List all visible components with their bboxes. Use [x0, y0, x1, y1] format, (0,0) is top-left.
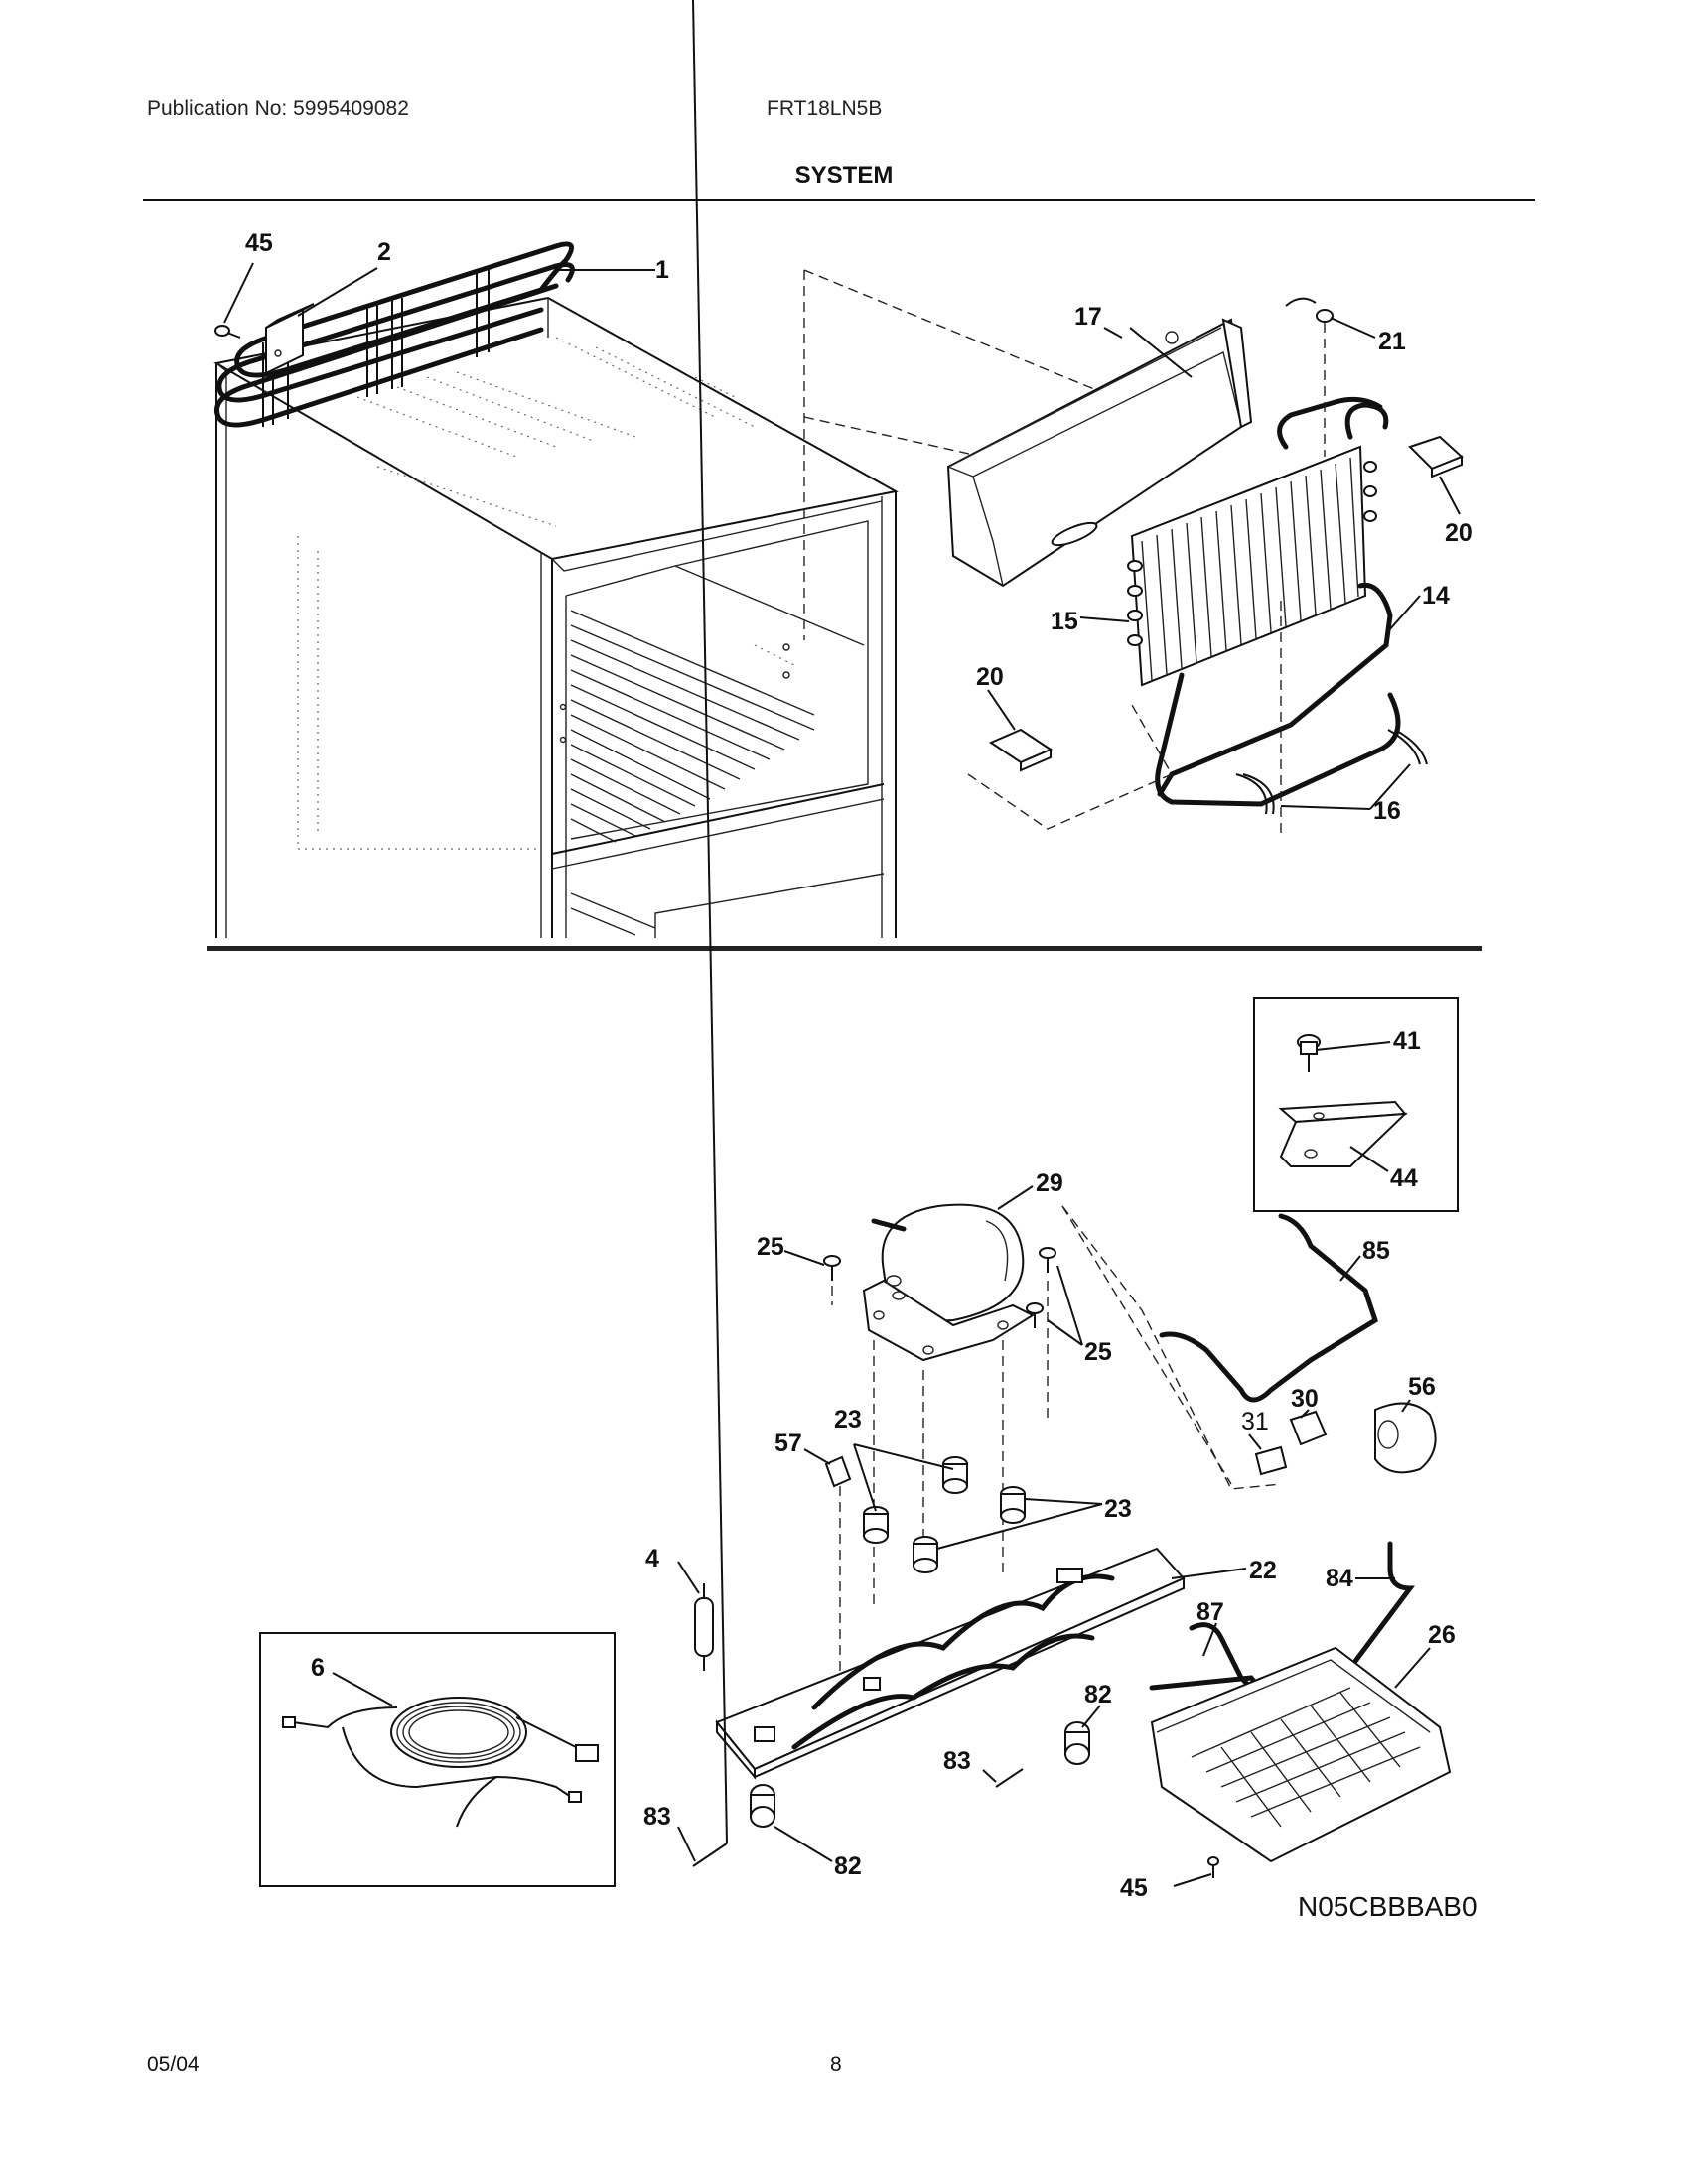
callout-82: 82 — [834, 1852, 862, 1880]
footer-date: 05/04 — [147, 2053, 200, 2076]
callout-83: 83 — [643, 1803, 671, 1831]
evaporator-coil — [1127, 396, 1389, 687]
callout-44: 44 — [1390, 1164, 1418, 1192]
callout-30: 30 — [1291, 1385, 1319, 1413]
cabinet-illustration — [213, 296, 899, 938]
callout-22: 22 — [1249, 1557, 1277, 1584]
callout-83: 83 — [943, 1747, 971, 1775]
callout-25: 25 — [757, 1233, 784, 1261]
screw-icon — [823, 1247, 1056, 1328]
callout-2: 2 — [377, 238, 391, 266]
leveling-foot — [750, 1721, 1090, 1828]
callout-15: 15 — [1051, 608, 1078, 635]
screw-icon — [1207, 1856, 1219, 1878]
defrost-thermostat — [1285, 297, 1334, 457]
callout-6: 6 — [311, 1654, 325, 1682]
callout-21: 21 — [1378, 328, 1406, 355]
diagram-code: N05CBBBAB0 — [1298, 1891, 1477, 1922]
section-divider — [207, 946, 1482, 951]
suction-tube — [1159, 1213, 1378, 1403]
drain-pan — [1150, 1646, 1452, 1863]
callout-87: 87 — [1196, 1598, 1224, 1626]
compressor — [862, 1203, 1036, 1362]
tubing-clip — [824, 1455, 852, 1688]
callout-4: 4 — [645, 1545, 659, 1572]
callout-45: 45 — [245, 229, 273, 257]
callout-56: 56 — [1408, 1373, 1436, 1401]
callout-labels: 45 2 1 17 21 20 15 14 20 16 41 44 29 85 … — [245, 229, 1473, 1902]
callout-23: 23 — [1104, 1495, 1132, 1523]
callout-16: 16 — [1373, 797, 1401, 825]
callout-20: 20 — [976, 663, 1004, 691]
callout-85: 85 — [1362, 1237, 1390, 1265]
callout-45: 45 — [1120, 1874, 1148, 1902]
callout-41: 41 — [1393, 1027, 1421, 1055]
publication-number: Publication No: 5995409082 — [147, 97, 409, 120]
compressor-base — [715, 1547, 1186, 1780]
callout-84: 84 — [1326, 1565, 1353, 1592]
callout-29: 29 — [1036, 1169, 1063, 1197]
header-rule — [143, 199, 1535, 201]
callout-23: 23 — [834, 1406, 862, 1433]
heater-clips — [1235, 729, 1428, 815]
model-number: FRT18LN5B — [767, 97, 883, 120]
condenser-bracket — [265, 303, 315, 375]
callout-20: 20 — [1445, 519, 1473, 547]
condenser-coil — [214, 241, 575, 428]
callout-31: 31 — [1241, 1408, 1269, 1435]
callout-14: 14 — [1422, 582, 1450, 610]
callout-82: 82 — [1084, 1681, 1112, 1708]
sealant-pad — [1408, 435, 1464, 478]
callout-25: 25 — [1084, 1338, 1112, 1366]
grommets — [863, 1456, 1026, 1573]
leader-lines — [223, 262, 1461, 1887]
callout-17: 17 — [1074, 303, 1102, 331]
callout-26: 26 — [1428, 1621, 1456, 1649]
filter-dryer — [694, 1583, 714, 1671]
terminal-cover — [1374, 1402, 1437, 1474]
page-title: SYSTEM — [794, 162, 894, 189]
screw-icon — [692, 0, 1024, 1867]
evaporator-cover — [946, 318, 1253, 588]
sealant-pad-lower — [988, 728, 1054, 772]
page-number: 8 — [830, 2053, 842, 2076]
inset-bracket-box — [1253, 997, 1459, 1212]
power-cord-box — [259, 1632, 616, 1887]
defrost-heater — [1155, 582, 1401, 834]
callout-1: 1 — [655, 256, 669, 284]
overload-relay — [1254, 1410, 1328, 1476]
callout-57: 57 — [774, 1430, 802, 1457]
screw-icon — [214, 325, 241, 339]
